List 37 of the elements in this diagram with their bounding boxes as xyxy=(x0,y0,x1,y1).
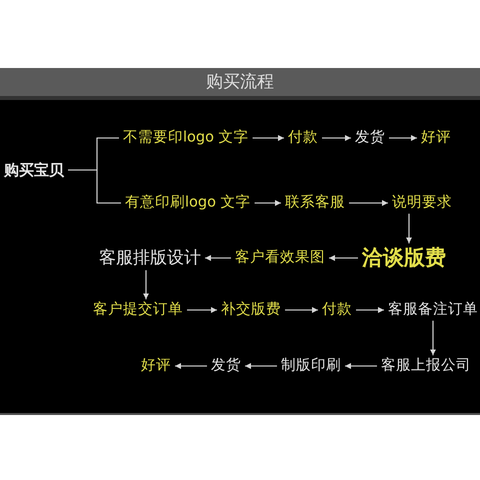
arrow xyxy=(345,363,377,369)
arrow xyxy=(406,214,412,244)
arrow xyxy=(143,270,149,300)
arrow xyxy=(245,363,277,369)
step-label: 好评 xyxy=(417,127,455,149)
step-label: 发货 xyxy=(207,355,245,377)
step-label: 客服排版设计 xyxy=(95,246,205,270)
step-label: 补交版费 xyxy=(217,299,285,321)
step-label: 客户提交订单 xyxy=(89,299,187,321)
step-label: 不需要印logo 文字 xyxy=(119,127,253,149)
arrow xyxy=(285,307,318,313)
step-label: 有意印刷logo 文字 xyxy=(121,192,255,214)
step-label: 付款 xyxy=(284,127,322,149)
arrow xyxy=(254,200,281,206)
step-label: 付款 xyxy=(318,299,356,321)
step-label: 制版印刷 xyxy=(277,355,345,377)
arrow xyxy=(329,255,358,261)
arrow xyxy=(187,307,217,313)
arrow xyxy=(175,363,207,369)
step-label: 客服上报公司 xyxy=(377,355,475,377)
step-label: 联系客服 xyxy=(281,192,349,214)
branch-line xyxy=(68,169,121,204)
arrow xyxy=(430,320,436,356)
step-label: 发货 xyxy=(351,127,389,149)
step-label: 说明要求 xyxy=(388,192,456,214)
arrow xyxy=(349,200,388,206)
diagram-title: 购买流程 xyxy=(206,72,274,92)
arrow xyxy=(356,307,384,313)
start-label: 购买宝贝 xyxy=(0,159,68,181)
step-label: 洽谈版费 xyxy=(358,243,450,273)
step-label: 好评 xyxy=(137,355,175,377)
arrow xyxy=(252,135,284,141)
arrow xyxy=(322,135,351,141)
step-label: 客服备注订单 xyxy=(384,299,480,321)
step-label: 客户看效果图 xyxy=(231,247,329,269)
arrow xyxy=(389,135,417,141)
arrow xyxy=(205,255,231,261)
